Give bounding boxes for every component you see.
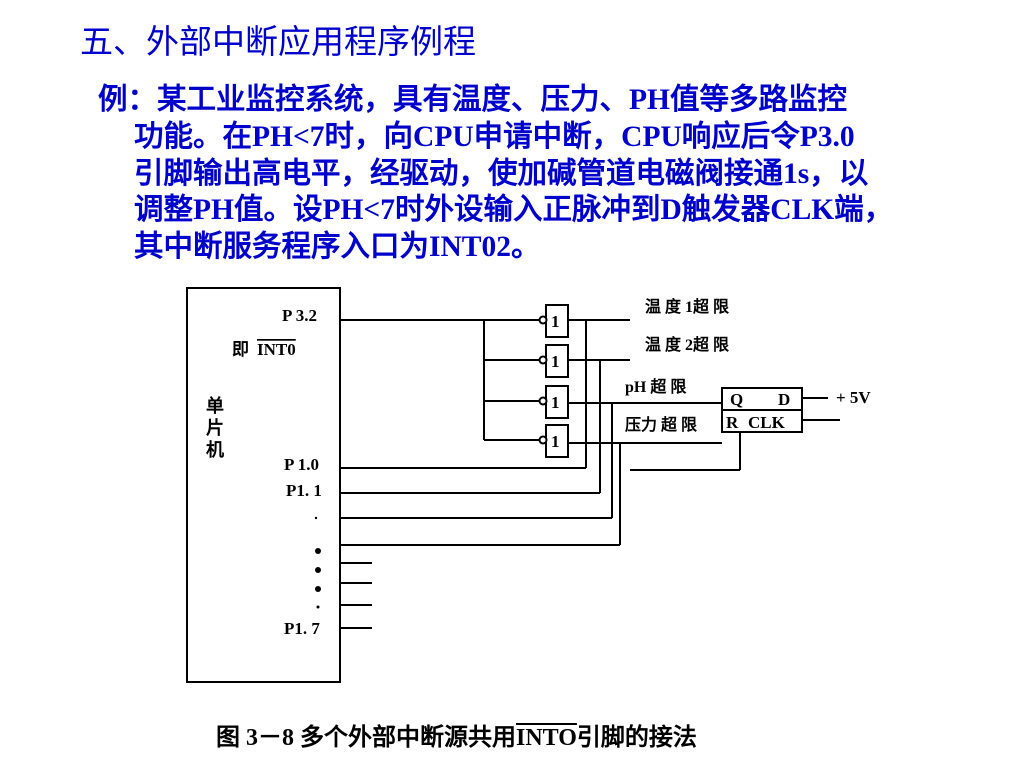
example-paragraph: 例：某工业监控系统，具有温度、压力、PH值等多路监控 功能。在PH<7时，向CP…	[98, 82, 1008, 266]
input-label: 温 度 2超 限	[644, 335, 730, 354]
ellipsis-dot	[315, 548, 321, 554]
ff-d-label: D	[778, 390, 790, 409]
mcu-block	[186, 287, 341, 683]
gate-label: 1	[551, 393, 560, 412]
figure-caption: 图 3－8 多个外部中断源共用INTO引脚的接法	[216, 720, 697, 756]
slide-title: 五、外部中断应用程序例程	[80, 22, 476, 61]
input-label: 压力 超 限	[625, 415, 698, 434]
ff-clk-label: CLK	[748, 413, 786, 432]
ellipsis-dot	[315, 567, 321, 573]
paragraph-line: 功能。在PH<7时，向CPU申请中断，CPU响应后令P3.0	[134, 120, 855, 153]
ellipsis-dot	[316, 605, 320, 609]
gate-label: 1	[551, 312, 560, 331]
paragraph-line: 其中断服务程序入口为INT02。	[134, 231, 541, 264]
or-gate-4	[538, 424, 569, 458]
caption-suffix: 引脚的接法	[576, 725, 697, 751]
ff-r-label: R	[726, 413, 739, 432]
pin-p17-label: P1. 7	[284, 619, 320, 638]
caption-overline: INTO	[516, 725, 577, 751]
input-label: 温 度 1超 限	[644, 297, 730, 316]
caption-prefix: 图 3－8 多个外部中断源共用	[216, 725, 516, 751]
pin-int0-label: INT0	[257, 340, 296, 359]
pin-p11-label: P1. 1	[286, 481, 322, 500]
ellipsis-dot	[315, 586, 321, 592]
paragraph-line: 引脚输出高电平，经驱动，使加碱管道电磁阀接通1s，以	[134, 157, 869, 190]
ff-q-label: Q	[730, 390, 743, 409]
pin-int0-prefix: 即	[232, 340, 249, 359]
gate-label: 1	[551, 432, 560, 451]
ellipsis-dot	[314, 516, 318, 520]
mcu-label-char: 机	[206, 440, 224, 460]
mcu-label-char: 片	[206, 417, 224, 438]
pin-p10-label: P 1.0	[284, 455, 319, 474]
mcu-label-char: 单	[206, 395, 224, 416]
gate-label: 1	[551, 352, 560, 371]
pin-p32-label: P 3.2	[282, 306, 317, 325]
input-label: pH 超 限	[625, 377, 687, 396]
paragraph-line: 调整PH值。设PH<7时外设输入正脉冲到D触发器CLK端，	[134, 194, 894, 227]
vcc-label: + 5V	[836, 388, 871, 407]
paragraph-line: 例：某工业监控系统，具有温度、压力、PH值等多路监控	[98, 84, 847, 116]
